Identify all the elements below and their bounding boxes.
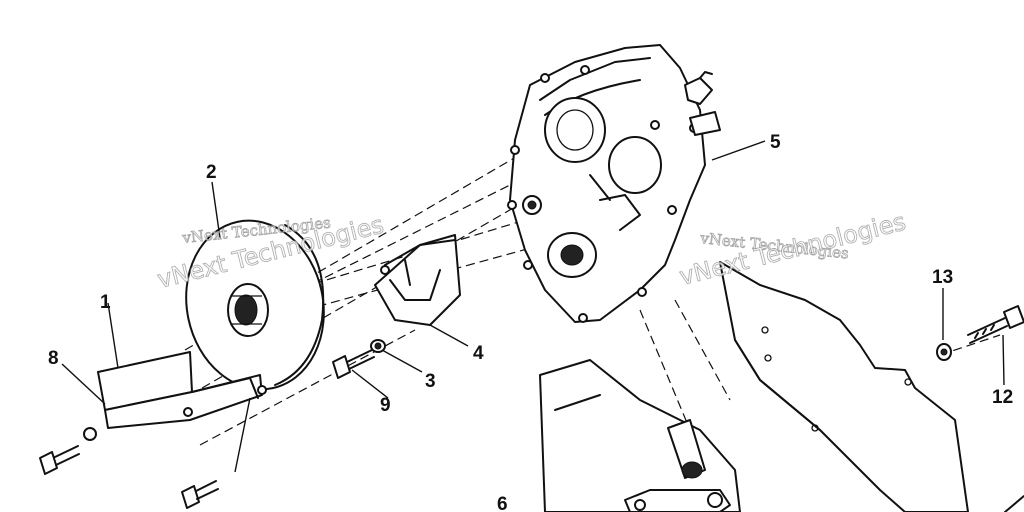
callout-8: 8	[48, 348, 59, 369]
part-13-washer	[936, 343, 952, 361]
callout-labels: 2 1 8 4 3 9 5 13 12 6	[48, 132, 1013, 512]
part-2-pulley-disc	[185, 219, 325, 391]
callout-9: 9	[380, 395, 391, 416]
part-9-bolt	[332, 349, 375, 379]
part-4-mounting-bracket	[374, 234, 461, 326]
callout-3: 3	[425, 371, 436, 392]
callout-6: 6	[497, 494, 508, 512]
part-8-bolts	[39, 427, 219, 509]
part-6-lower-frame	[539, 359, 1024, 512]
part-1-guard-bracket	[97, 351, 267, 429]
callout-13: 13	[932, 267, 953, 288]
callout-leader-lines	[61, 140, 1005, 473]
callout-2: 2	[206, 162, 217, 183]
callout-5: 5	[770, 132, 781, 153]
part-12-bolt	[967, 305, 1024, 344]
callout-12: 12	[992, 387, 1013, 408]
watermark-mid-right: vNext Technologies	[677, 208, 909, 291]
part-3-washer	[370, 339, 386, 353]
callout-4: 4	[473, 343, 484, 364]
part-5-gear-housing	[507, 44, 721, 323]
chassis-side-plate	[719, 261, 969, 512]
callout-1: 1	[100, 292, 111, 313]
